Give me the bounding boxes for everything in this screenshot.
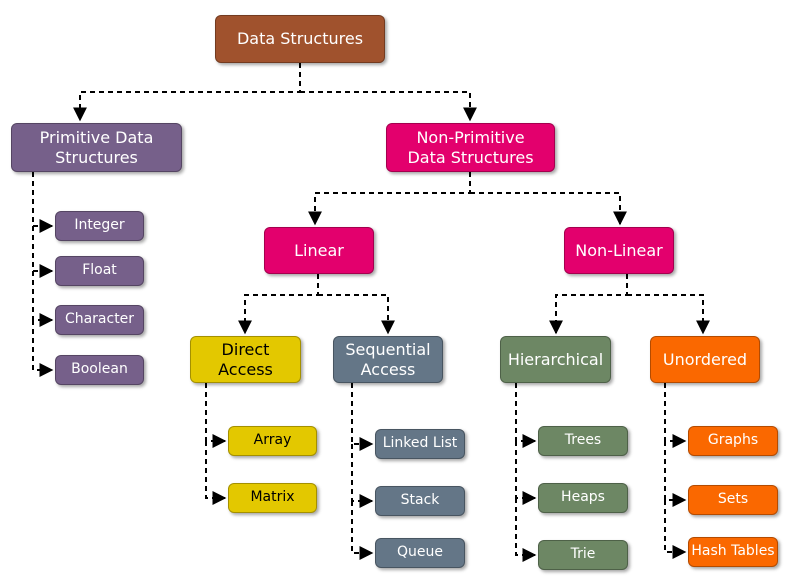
node-trie-label: Trie (570, 546, 596, 563)
node-direct-access-label: Direct Access (218, 339, 273, 379)
node-non-linear-label: Non-Linear (575, 240, 663, 260)
node-primitive-data-structures: Primitive Data Structures (11, 123, 182, 172)
connector-root-primitive (73, 63, 301, 122)
node-hierarchical-label: Hierarchical (507, 349, 604, 369)
connector-primitive-boolean (32, 320, 54, 377)
node-non-primitive-label: Non-Primitive Data Structures (407, 127, 534, 167)
node-sets: Sets (688, 485, 778, 515)
node-array-label: Array (253, 432, 292, 449)
node-linked-list: Linked List (375, 429, 465, 459)
node-unordered: Unordered (650, 336, 760, 383)
node-linear-label: Linear (294, 240, 344, 260)
node-float: Float (55, 256, 144, 286)
node-integer: Integer (55, 211, 144, 241)
node-queue-label: Queue (397, 544, 443, 561)
connector-unordered-graphs (664, 383, 687, 448)
node-non-primitive-data-structures: Non-Primitive Data Structures (386, 123, 555, 172)
connector-hierarchical-heaps (515, 441, 537, 505)
node-heaps-label: Heaps (561, 489, 605, 506)
node-queue: Queue (375, 538, 465, 568)
node-non-linear: Non-Linear (564, 227, 674, 274)
node-primitive-label: Primitive Data Structures (39, 127, 154, 167)
connector-nonprimitive-linear (308, 172, 471, 226)
node-matrix-label: Matrix (250, 489, 295, 506)
connector-sequential-queue (351, 501, 374, 560)
node-integer-label: Integer (74, 217, 125, 234)
node-trees: Trees (538, 426, 628, 456)
node-data-structures: Data Structures (215, 15, 385, 63)
connector-direct-array (205, 383, 227, 448)
node-graphs: Graphs (688, 426, 778, 456)
node-float-label: Float (82, 262, 117, 279)
connector-sequential-linkedlist (351, 383, 374, 451)
connector-sequential-stack (351, 444, 374, 508)
connector-primitive-character (32, 271, 54, 327)
node-hierarchical: Hierarchical (500, 336, 611, 383)
connector-unordered-hashtables (664, 500, 687, 559)
node-unordered-label: Unordered (662, 349, 748, 369)
connector-unordered-sets (664, 441, 687, 507)
node-boolean-label: Boolean (71, 361, 128, 378)
node-graphs-label: Graphs (707, 432, 759, 449)
connector-nonlinear-unordered (627, 294, 710, 335)
node-direct-access: Direct Access (190, 336, 301, 383)
node-sets-label: Sets (717, 491, 749, 508)
connector-direct-matrix (205, 441, 227, 505)
node-sequential-access-label: Sequential Access (345, 339, 431, 379)
node-hash-tables: Hash Tables (688, 537, 778, 567)
node-linked-list-label: Linked List (382, 435, 458, 452)
connector-hierarchical-trees (515, 383, 537, 448)
node-boolean: Boolean (55, 355, 144, 385)
node-trie: Trie (538, 540, 628, 570)
connector-nonprimitive-nonlinear (470, 192, 627, 226)
node-data-structures-label: Data Structures (236, 29, 364, 49)
node-stack: Stack (375, 486, 465, 516)
node-character-label: Character (64, 311, 135, 328)
connector-linear-sequential (318, 294, 395, 335)
node-linear: Linear (264, 227, 374, 274)
node-matrix: Matrix (228, 483, 317, 513)
connector-root-nonprimitive (300, 91, 477, 122)
connector-hierarchical-trie (515, 498, 537, 562)
node-sequential-access: Sequential Access (333, 336, 443, 383)
connector-primitive-float (32, 226, 54, 278)
connector-nonlinear-hierarchical (549, 274, 628, 335)
connector-primitive-integer (32, 172, 54, 233)
node-heaps: Heaps (538, 483, 628, 513)
node-trees-label: Trees (564, 432, 602, 449)
node-array: Array (228, 426, 317, 456)
connector-linear-direct (238, 274, 319, 335)
node-stack-label: Stack (400, 492, 440, 509)
node-character: Character (55, 305, 144, 335)
node-hash-tables-label: Hash Tables (691, 543, 775, 560)
